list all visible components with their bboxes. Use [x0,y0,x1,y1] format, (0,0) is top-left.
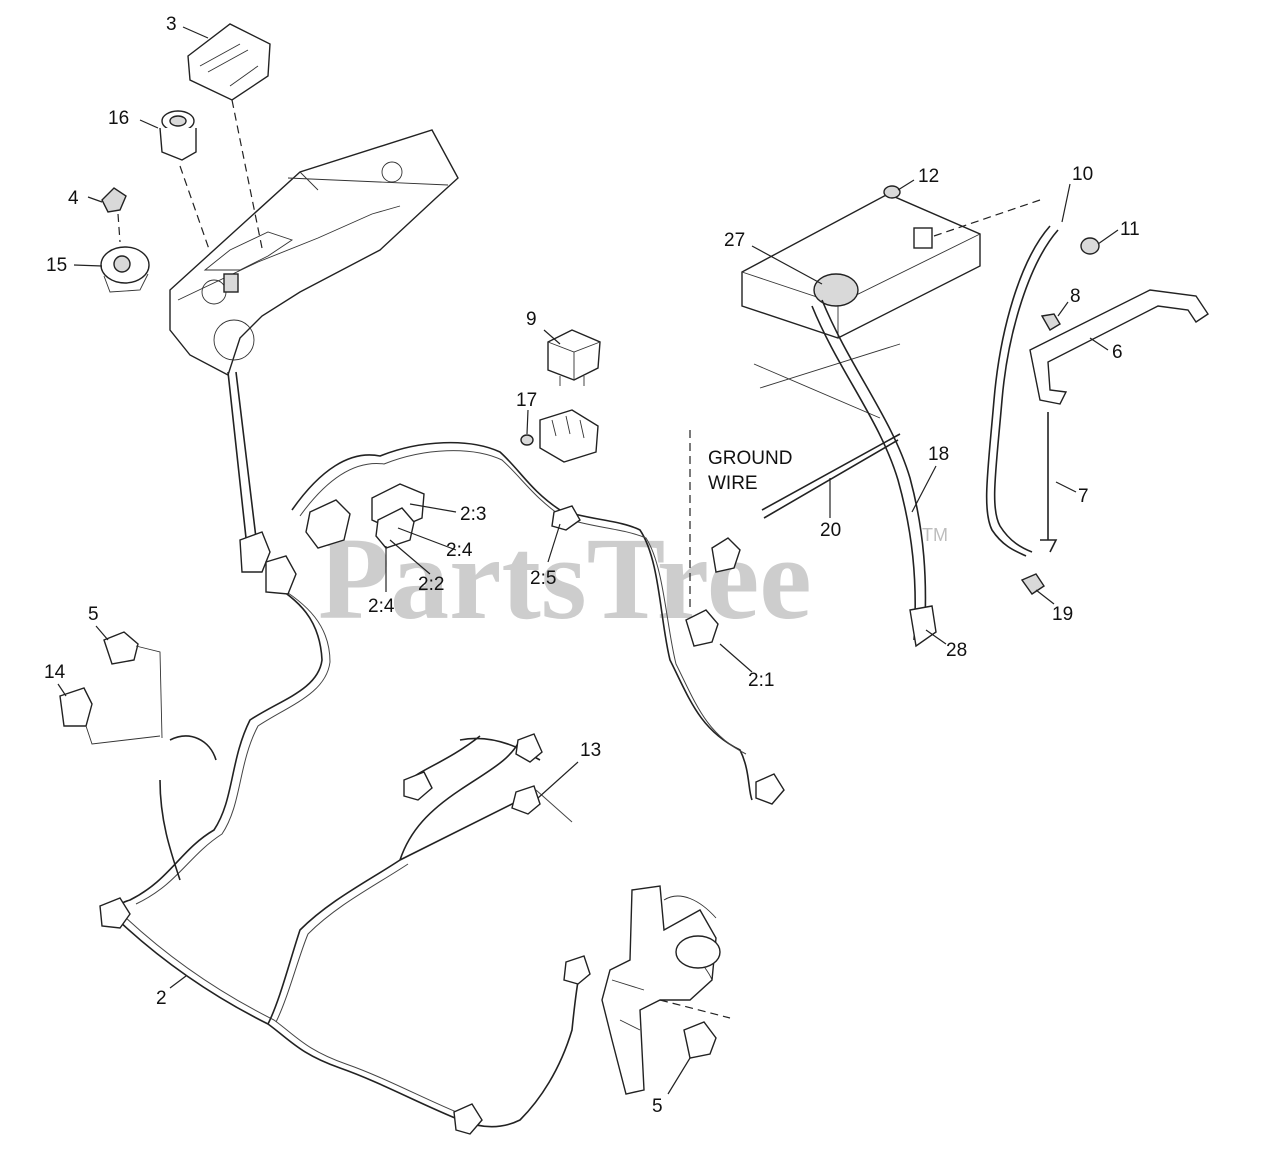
callout-labels: 3 16 4 15 12 10 11 27 8 6 9 17 GROUND WI… [44,14,1140,1117]
callout-3: 3 [166,14,177,35]
part-3-switch-block [187,23,271,249]
connector-2-1 [685,537,741,647]
pedal-bracket-assembly [601,885,731,1095]
part-4-clip [101,187,127,243]
part-11-nut [1080,237,1100,255]
callout-2: 2 [156,988,167,1009]
part-19-nut [1020,573,1045,595]
part-18-cable [811,299,927,641]
callout-7: 7 [1078,486,1089,507]
callout-27: 27 [724,230,745,251]
part-15-ignition [100,246,150,293]
callout-9: 9 [526,309,537,330]
part-9-relay [547,329,601,386]
column-tube [227,371,257,539]
callout-28: 28 [946,640,967,661]
connector-2-5 [551,505,581,531]
callout-15: 15 [46,255,67,276]
ground-wire-note-line2: WIRE [708,473,758,494]
callout-10: 10 [1072,164,1093,185]
part-8-screw [1040,313,1061,331]
part-10-cable [985,225,1059,557]
part-6-bracket [1029,289,1209,405]
connector-mid-bottom [563,955,591,985]
callout-17: 17 [516,390,537,411]
callout-16: 16 [108,108,129,129]
callout-2-4-lower: 2:4 [368,596,395,617]
connector-bottom [453,1103,483,1135]
part-12-nut [883,185,901,199]
callout-14: 14 [44,662,66,683]
callout-2-5: 2:5 [530,568,556,589]
part-7-rod [1040,412,1058,553]
connector-center-left [99,897,131,929]
callout-13: 13 [580,740,601,761]
callout-4: 4 [68,188,79,209]
callout-5-upper: 5 [88,604,99,625]
callout-8: 8 [1070,286,1081,307]
main-wiring-harness [113,441,753,1128]
part-5-upper-switch [103,631,163,739]
callout-2-4-upper: 2:4 [446,540,473,561]
part-17-grommet [520,434,534,446]
callout-2-3: 2:3 [460,504,486,525]
connector-cluster [239,483,425,595]
part-20-cable-tie [761,433,901,519]
parts-tree-watermark: PartsTree TM [318,513,948,644]
part-13-branch [403,733,573,823]
callout-2-1: 2:1 [748,670,774,691]
battery-assembly [741,193,981,419]
callout-20: 20 [820,520,841,541]
cable-leader-10 [933,199,1041,237]
dash-panel [169,129,459,377]
part-28-terminal [909,605,937,648]
callout-6: 6 [1112,342,1123,363]
leader-lines [57,26,1119,1095]
part-16-push-switch [159,110,211,253]
callout-19: 19 [1052,604,1073,625]
callout-2-2: 2:2 [418,574,444,595]
callout-18: 18 [928,444,949,465]
fuse-block [539,409,599,463]
part-14-switch [59,687,161,745]
callout-11: 11 [1120,219,1140,240]
callout-5-lower: 5 [652,1096,663,1117]
callout-12: 12 [918,166,939,187]
connector-lower-right [755,773,785,805]
ground-wire-note-line1: GROUND [708,448,792,469]
watermark-trademark: TM [922,525,948,545]
